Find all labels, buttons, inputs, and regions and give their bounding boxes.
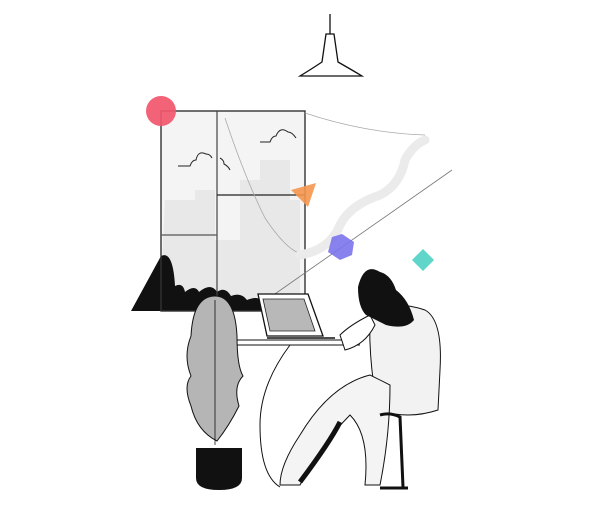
pendant-lamp <box>297 14 365 77</box>
person <box>279 269 441 490</box>
teal-diamond <box>412 249 434 271</box>
plant <box>186 295 244 490</box>
window <box>131 110 306 312</box>
orange-triangle <box>291 183 316 207</box>
bushes <box>131 255 275 311</box>
laptop <box>257 293 335 339</box>
red-circle <box>146 96 176 126</box>
purple-hexagon <box>328 234 354 260</box>
desk <box>232 339 360 488</box>
